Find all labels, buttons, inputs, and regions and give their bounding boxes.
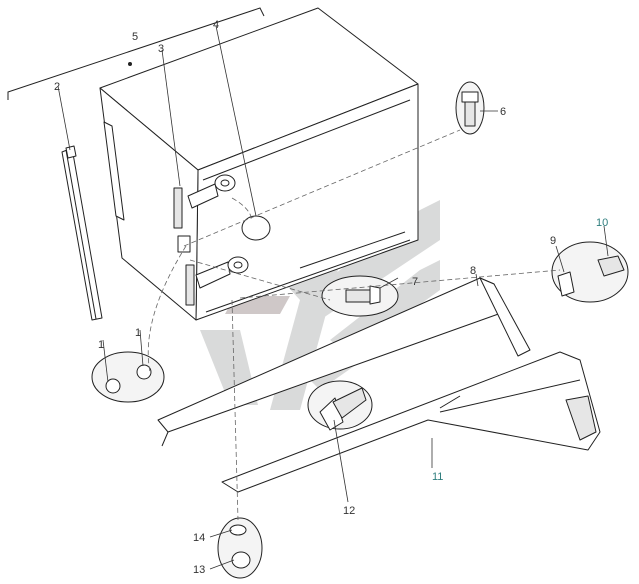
bolt-6-group <box>455 81 485 135</box>
grouping-bracket <box>7 7 265 100</box>
callout-13: 13 <box>193 564 205 576</box>
bolt-7-group <box>321 275 399 317</box>
seal-strip <box>61 145 103 321</box>
mounting-rail <box>157 277 531 447</box>
callout-1b: 1 <box>135 327 141 339</box>
bolt-12-group <box>307 380 373 431</box>
callout-1a: 1 <box>98 339 104 351</box>
callout-10: 10 <box>596 217 608 229</box>
callout-4: 4 <box>213 19 219 31</box>
assembly-guide-lines <box>147 129 561 521</box>
battery-box <box>99 7 419 321</box>
callout-11: 11 <box>432 471 443 483</box>
clip-nut-group <box>551 241 629 303</box>
leader-lines <box>57 25 609 570</box>
callout-7: 7 <box>412 276 418 288</box>
callout-5: 5 <box>132 31 138 43</box>
callout-labels: 1 1 2 3 4 5 6 7 8 9 10 11 12 13 14 <box>54 19 608 576</box>
callout-12: 12 <box>343 505 355 517</box>
callout-2: 2 <box>54 81 60 93</box>
callout-8: 8 <box>470 265 476 277</box>
nuts-group <box>91 351 165 403</box>
washer-nut-group <box>217 517 263 579</box>
lock-latch <box>187 174 249 289</box>
callout-6: 6 <box>500 106 506 118</box>
callout-9: 9 <box>550 235 556 247</box>
support-bracket <box>221 351 601 493</box>
callout-14: 14 <box>193 532 205 544</box>
rivet-dot <box>128 62 132 66</box>
callout-3: 3 <box>158 43 164 55</box>
door-hinge-strip <box>103 121 195 306</box>
